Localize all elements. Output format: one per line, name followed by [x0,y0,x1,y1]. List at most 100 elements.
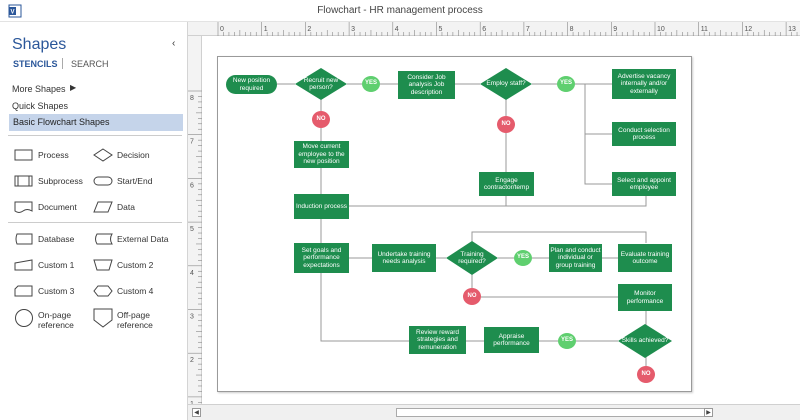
svg-text:V: V [10,10,14,16]
shape-label: On-page reference [38,310,74,330]
scroll-thumb[interactable] [396,408,712,417]
yes-badge: YES [558,333,576,349]
connector [471,231,647,244]
yes-badge: YES [557,76,575,92]
ruler-left-ticks: 87654321 [188,90,202,408]
ruler-label: 9 [613,26,617,33]
decision-shape-icon [93,148,113,162]
process-shape-icon [14,149,33,161]
tab-search[interactable]: SEARCH [71,59,109,69]
flow-decision-skills[interactable]: Skills achieved? [618,324,672,358]
scroll-right-button[interactable]: ▶ [704,408,713,417]
flow-decision-training[interactable]: Training required? [446,241,498,275]
flow-process-monitor[interactable]: Monitor performance [618,284,672,311]
shape-label: Document [38,202,77,212]
pane-divider [8,135,182,136]
shape-label: External Data [117,234,169,244]
shape-label: Start/End [117,176,153,186]
ruler-label: 3 [351,26,355,33]
flow-process-appraise[interactable]: Appraise performance [484,327,539,353]
shape-label: Custom 3 [38,286,75,296]
decision-label: Employ staff? [486,80,526,88]
ruler-label: 4 [395,26,399,33]
ruler-label: 13 [788,26,796,33]
ruler-label: 12 [744,26,752,33]
flow-process-select-appoint[interactable]: Select and appoint employee [612,172,676,196]
connector [320,273,409,342]
start-end-shape-icon [93,176,113,186]
document-shape-icon [14,201,33,213]
no-badge: NO [312,111,330,128]
quick-shapes-item[interactable]: Quick Shapes [12,101,69,111]
flow-process-move-current[interactable]: Move current employee to the new positio… [294,141,349,168]
scroll-left-button[interactable]: ◀ [192,408,201,417]
ruler-label: 7 [190,139,194,146]
ruler-label: 4 [190,270,194,277]
ruler-left: 87654321 [188,36,202,408]
ruler-label: 0 [220,26,224,33]
decision-diamond [446,241,498,275]
pane-divider [8,222,182,223]
flow-decision-recruit[interactable]: Recruit new person? [295,68,347,100]
custom4-shape-icon [93,285,113,297]
decision-label: Skills achieved? [621,337,669,345]
decision-label: Recruit new person? [303,76,339,92]
flow-process-evaluate[interactable]: Evaluate training outcome [618,244,672,272]
ruler-label: 2 [190,357,194,364]
flow-process-advertise[interactable]: Advertise vacancy internally and/or exte… [612,69,676,99]
decision-diamond [618,324,672,358]
shape-label: Database [38,234,75,244]
no-badge: NO [637,366,655,383]
more-shapes-menu[interactable]: More Shapes [12,84,66,94]
flow-start-new-position[interactable]: New position required [226,75,277,94]
database-shape-icon [15,233,33,245]
external-data-shape-icon [95,233,113,245]
no-badge: NO [497,116,515,133]
flow-process-set-goals[interactable]: Set goals and performance expectations [294,243,349,273]
chevron-right-icon: ▶ [70,83,77,92]
shape-label: Decision [117,150,150,160]
connector [584,134,612,185]
flow-process-selection[interactable]: Conduct selection process [612,122,676,146]
ruler-label: 5 [190,226,194,233]
custom3-shape-icon [14,285,33,297]
shapes-pane: Shapes ‹ STENCILS SEARCH More Shapes ▶ Q… [0,22,188,420]
on-page-reference-shape-icon [15,309,33,327]
decision-diamond [480,68,532,100]
flow-process-plan-training[interactable]: Plan and conduct individual or group tra… [549,244,602,272]
pane-title: Shapes [12,36,67,53]
ruler-label: 6 [190,182,194,189]
title-bar: V Flowchart - HR management process [0,0,800,22]
shape-label: Custom 1 [38,260,75,270]
flow-process-review-reward[interactable]: Review reward strategies and remuneratio… [409,326,466,354]
ruler-label: 1 [264,26,268,33]
tab-stencils[interactable]: STENCILS [13,59,58,69]
drawing-canvas[interactable]: New position required Recruit new person… [202,36,800,404]
subprocess-shape-icon [14,175,33,187]
flow-process-engage-contractor[interactable]: Engage contractor/temp [479,172,534,196]
off-page-reference-shape-icon [93,308,113,328]
no-badge: NO [463,288,481,305]
decision-diamond [295,68,347,100]
connector [584,84,612,135]
collapse-pane-button[interactable]: ‹ [172,38,176,49]
data-shape-icon [93,201,113,213]
custom1-shape-icon [14,259,33,271]
ruler-label: 3 [190,314,194,321]
shape-label: Subprocess [38,176,83,186]
horizontal-scrollbar[interactable]: ◀ ▶ [188,404,800,420]
shape-label: Off-page reference [117,310,153,330]
ruler-label: 8 [570,26,574,33]
ruler-label: 11 [701,26,708,33]
flow-process-induction[interactable]: Induction process [294,194,349,219]
shape-label: Process [38,150,69,160]
shape-label: Data [117,202,135,212]
flow-process-undertake-tna[interactable]: Undertake training needs analysis [372,244,436,272]
flow-process-consider[interactable]: Consider Job analysis Job description [398,71,455,99]
visio-icon[interactable]: V [8,4,22,18]
ruler-label: 6 [482,26,486,33]
flow-decision-employ[interactable]: Employ staff? [480,68,532,100]
basic-flowchart-shapes-item[interactable]: Basic Flowchart Shapes [9,114,183,131]
